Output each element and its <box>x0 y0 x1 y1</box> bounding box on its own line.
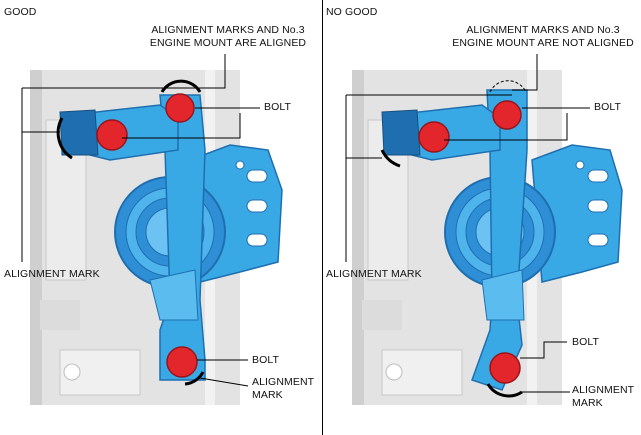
alignment-mark-bottom-line-2: MARK <box>572 397 603 409</box>
leader-lines-good <box>21 54 260 387</box>
bolt-label-bottom: BOLT <box>572 336 600 348</box>
no-good-illustration <box>345 54 623 405</box>
alignment-mark-left-good <box>56 117 73 160</box>
callout-line-1: ALIGNMENT MARKS AND No.3 <box>151 24 305 36</box>
alignment-mark-left-no-good <box>380 149 401 168</box>
good-illustration <box>21 54 283 405</box>
bolt-label-top: BOLT <box>264 101 292 113</box>
callout-aligned: ALIGNMENT MARKS AND No.3 ENGINE MOUNT AR… <box>148 24 308 50</box>
callout-line-1: ALIGNMENT MARKS AND No.3 <box>466 24 620 36</box>
alignment-mark-bottom-line-1: ALIGNMENT <box>252 376 315 388</box>
alignment-mark-label-left: ALIGNMENT MARK <box>4 268 100 280</box>
bolt-left-good <box>96 119 128 151</box>
callout-line-2: ENGINE MOUNT ARE ALIGNED <box>149 37 307 49</box>
alignment-mark-top-no-good <box>489 80 527 93</box>
alignment-mark-bottom-good <box>184 371 205 386</box>
panel-title: GOOD <box>4 6 37 18</box>
bolt-label-top: BOLT <box>594 101 622 113</box>
panel-good: GOOD ALIGNMENT MARKS AND No.3 ENGINE MOU… <box>4 6 314 405</box>
callout-line-2: ENGINE MOUNT ARE NOT ALIGNED <box>452 37 634 49</box>
bolt-label-bottom: BOLT <box>252 354 280 366</box>
alignment-mark-bottom-line-1: ALIGNMENT <box>572 384 635 396</box>
bolt-bottom-no-good <box>489 352 521 384</box>
bolt-top-no-good <box>492 100 522 130</box>
panel-divider <box>322 0 323 435</box>
callout-not-aligned: ALIGNMENT MARKS AND No.3 ENGINE MOUNT AR… <box>448 24 638 50</box>
panel-title: NO GOOD <box>326 6 378 18</box>
alignment-mark-bottom-no-good <box>486 383 523 398</box>
alignment-mark-label-left: ALIGNMENT MARK <box>326 268 422 280</box>
leader-lines-no-good <box>345 54 590 393</box>
bolt-left-no-good <box>418 121 450 153</box>
alignment-mark-label-bottom: ALIGNMENT MARK <box>252 376 314 402</box>
panel-no-good: NO GOOD ALIGNMENT MARKS AND No.3 ENGINE … <box>322 0 641 435</box>
alignment-mark-label-bottom: ALIGNMENT MARK <box>572 384 634 410</box>
bolt-top-good <box>165 93 195 123</box>
alignment-mark-bottom-line-2: MARK <box>252 389 283 401</box>
bolt-bottom-good <box>166 346 198 378</box>
mount-bracket <box>59 94 283 381</box>
